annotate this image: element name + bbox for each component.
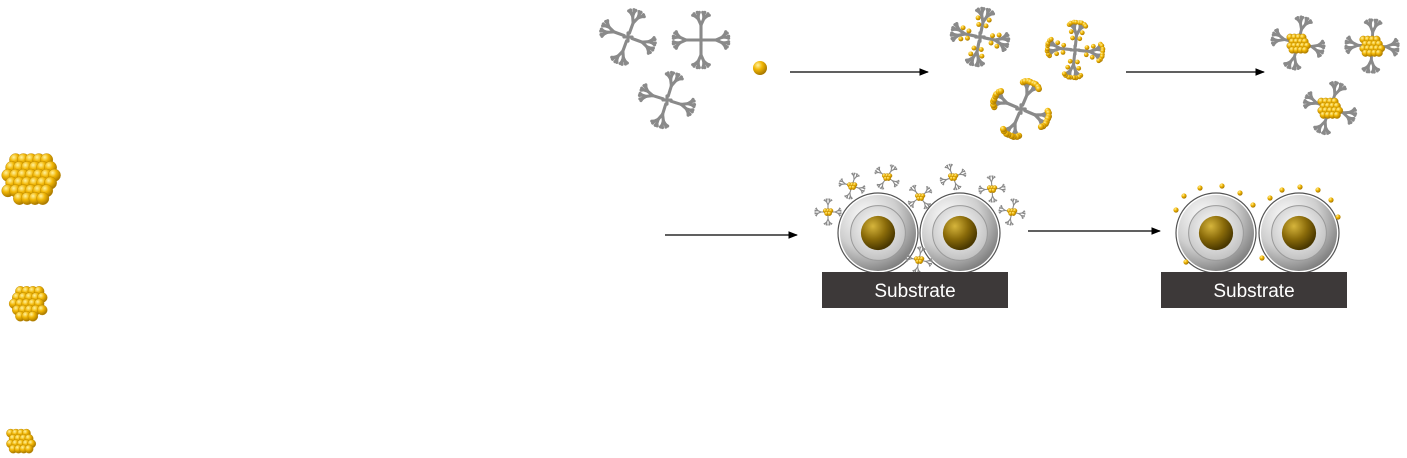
dendrimer-encapsulated-nanoparticle-icon [1344, 18, 1400, 74]
gold-nanocluster-icon-medium [8, 286, 48, 322]
dendrimer-encapsulated-nanoparticle-icon [1302, 80, 1358, 136]
core-shell-particle-group-left [837, 192, 1001, 274]
core-shell-particle-group-right [1175, 192, 1340, 274]
substrate-block-right [1161, 272, 1347, 308]
substrate-block-left [822, 272, 1008, 308]
dendrimer-encapsulated-nanoparticle-icon [1270, 15, 1326, 71]
gold-nanocluster-icon-small [6, 428, 37, 454]
dendrimer-icon [671, 10, 731, 70]
dendrimer-icon [637, 70, 697, 130]
substrate-label-right: Substrate [1213, 281, 1294, 302]
substrate-label-left: Substrate [874, 281, 955, 302]
gold-nanocluster-icon-large [1, 153, 61, 205]
gold-loaded-dendrimer-icon [1044, 19, 1106, 81]
gold-loaded-dendrimer-icon [949, 6, 1011, 68]
gold-nanoparticle-dots [1173, 183, 1341, 265]
gold-loaded-dendrimer-icon [990, 78, 1052, 140]
gold-ion-icon [753, 61, 767, 75]
dendrimer-icon [599, 8, 657, 66]
adsorbed-dendrimers-group [814, 163, 1026, 226]
